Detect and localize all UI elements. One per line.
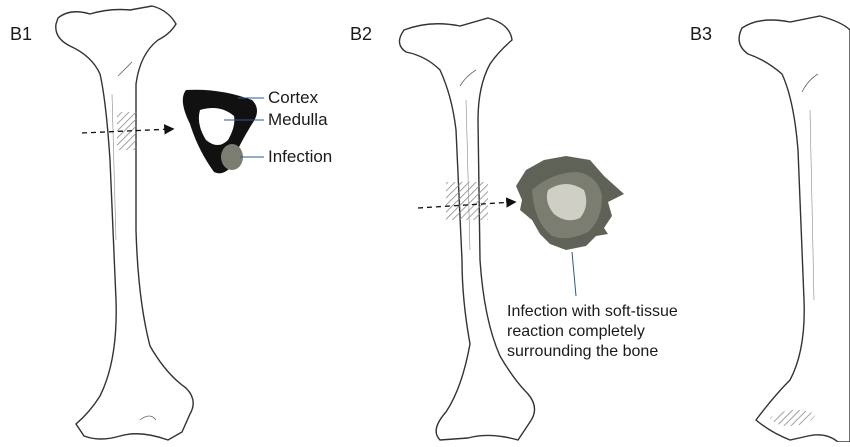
- b2-infection-note: Infection with soft-tissue reaction comp…: [507, 302, 678, 362]
- cross-section-b1: [183, 90, 264, 174]
- panel-label-b1: B1: [10, 24, 32, 45]
- infection-hatch-b3: [770, 410, 816, 426]
- infection-hatch-b2: [446, 182, 488, 220]
- note-line-1: Infection with soft-tissue: [507, 302, 678, 322]
- panel-label-b2: B2: [350, 24, 372, 45]
- infection-label: Infection: [268, 147, 332, 167]
- bone-b1: [56, 6, 193, 440]
- panel-label-b3: B3: [690, 24, 712, 45]
- medulla-label: Medulla: [268, 110, 328, 130]
- cortex-label: Cortex: [268, 88, 318, 108]
- cross-section-b2: [516, 156, 624, 296]
- bone-b2: [399, 18, 534, 440]
- bone-b3: [739, 16, 850, 442]
- note-line-2: reaction completely: [507, 322, 678, 342]
- note-line-3: surrounding the bone: [507, 342, 678, 362]
- infection-spot: [221, 144, 243, 170]
